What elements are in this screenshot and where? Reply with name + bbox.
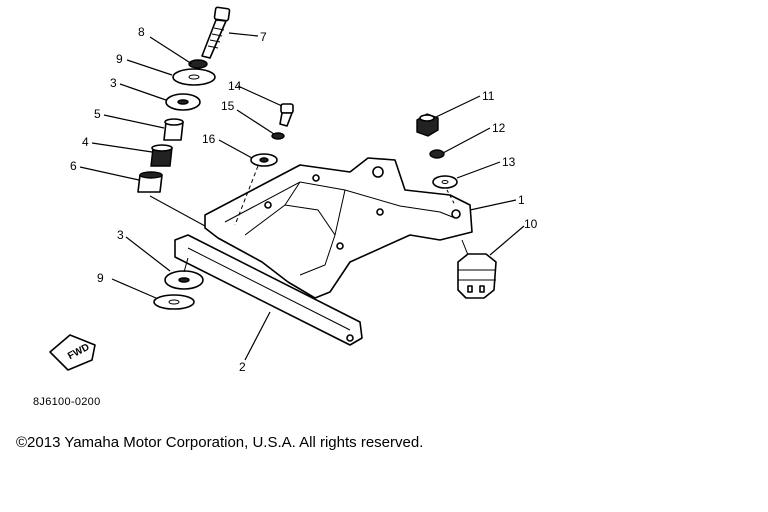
nut-stack [416,113,458,206]
callout-3-lower: 3 [117,228,124,242]
callout-9-upper: 9 [116,52,123,66]
callout-2: 2 [239,360,246,374]
callout-7: 7 [260,30,267,44]
part-code: 8J6100-0200 [33,396,101,408]
callout-15: 15 [221,99,235,113]
callout-3-upper: 3 [110,76,117,90]
frame-bracket [204,157,473,299]
callout-9-lower: 9 [97,271,104,285]
callout-6: 6 [70,159,77,173]
callout-14: 14 [228,79,242,93]
callout-10: 10 [524,217,538,231]
rubber-damper [457,239,497,299]
callout-4: 4 [82,135,89,149]
leader-lines [79,32,525,361]
copyright-notice: ©2013 Yamaha Motor Corporation, U.S.A. A… [16,434,424,451]
exploded-parts-diagram: FWD 7 8 9 3 5 4 6 14 15 16 11 12 13 1 10… [49,6,538,374]
callout-12: 12 [492,121,506,135]
callout-5: 5 [94,107,101,121]
callout-8: 8 [138,25,145,39]
callout-1: 1 [518,193,525,207]
callout-11: 11 [482,89,495,103]
callout-16: 16 [202,132,216,146]
callout-numbers: 7 8 9 3 5 4 6 14 15 16 11 12 13 1 10 3 9… [70,25,538,374]
small-bolt-stack [234,103,294,226]
bolt-stack [137,6,231,227]
callout-13: 13 [502,155,516,169]
lower-plate [174,234,363,346]
lower-washers [153,257,204,310]
fwd-arrow: FWD [49,334,96,371]
